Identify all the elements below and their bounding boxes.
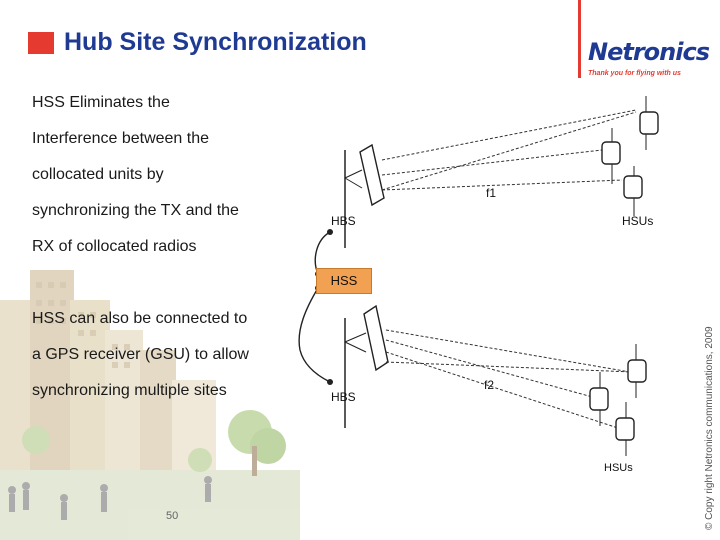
- hbs-label-bottom: HBS: [331, 390, 356, 404]
- body-line: synchronizing multiple sites: [32, 382, 227, 399]
- hsus-label-bottom: HSUs: [604, 462, 633, 474]
- copyright-notice: © Copy right Netronics communications, 2…: [704, 326, 715, 530]
- antenna-icon: [344, 143, 385, 248]
- antenna-icon: [344, 304, 389, 428]
- hss-unit: HSS: [316, 268, 372, 294]
- logo-divider: [578, 0, 581, 78]
- body-line: HSS can also be connected to: [32, 310, 248, 327]
- slide-title: Hub Site Synchronization: [64, 28, 367, 56]
- subscriber-unit-icon: [601, 128, 621, 184]
- body-line: HSS Eliminates the: [32, 94, 170, 111]
- subscriber-unit-icon: [615, 402, 635, 456]
- hbs-label-top: HBS: [331, 214, 356, 228]
- logo: Netronics: [588, 38, 710, 66]
- page-number: 50: [166, 510, 179, 522]
- body-line: Interference between the: [32, 130, 210, 147]
- body-line: RX of collocated radios: [32, 238, 197, 255]
- body-line: a GPS receiver (GSU) to allow: [32, 346, 249, 363]
- subscriber-unit-icon: [639, 96, 659, 150]
- frequency-label-f2: f2: [484, 378, 495, 392]
- square-bullet-icon: [28, 32, 54, 54]
- frequency-label-f1: f1: [486, 186, 497, 200]
- hsus-label-top: HSUs: [622, 214, 654, 228]
- body-line: collocated units by: [32, 166, 164, 183]
- body-line: synchronizing the TX and the: [32, 202, 239, 219]
- subscriber-unit-icon: [589, 372, 609, 426]
- subscriber-unit-icon: [623, 166, 643, 216]
- logo-tagline: Thank you for flying with us: [588, 70, 681, 77]
- subscriber-unit-icon: [627, 344, 647, 398]
